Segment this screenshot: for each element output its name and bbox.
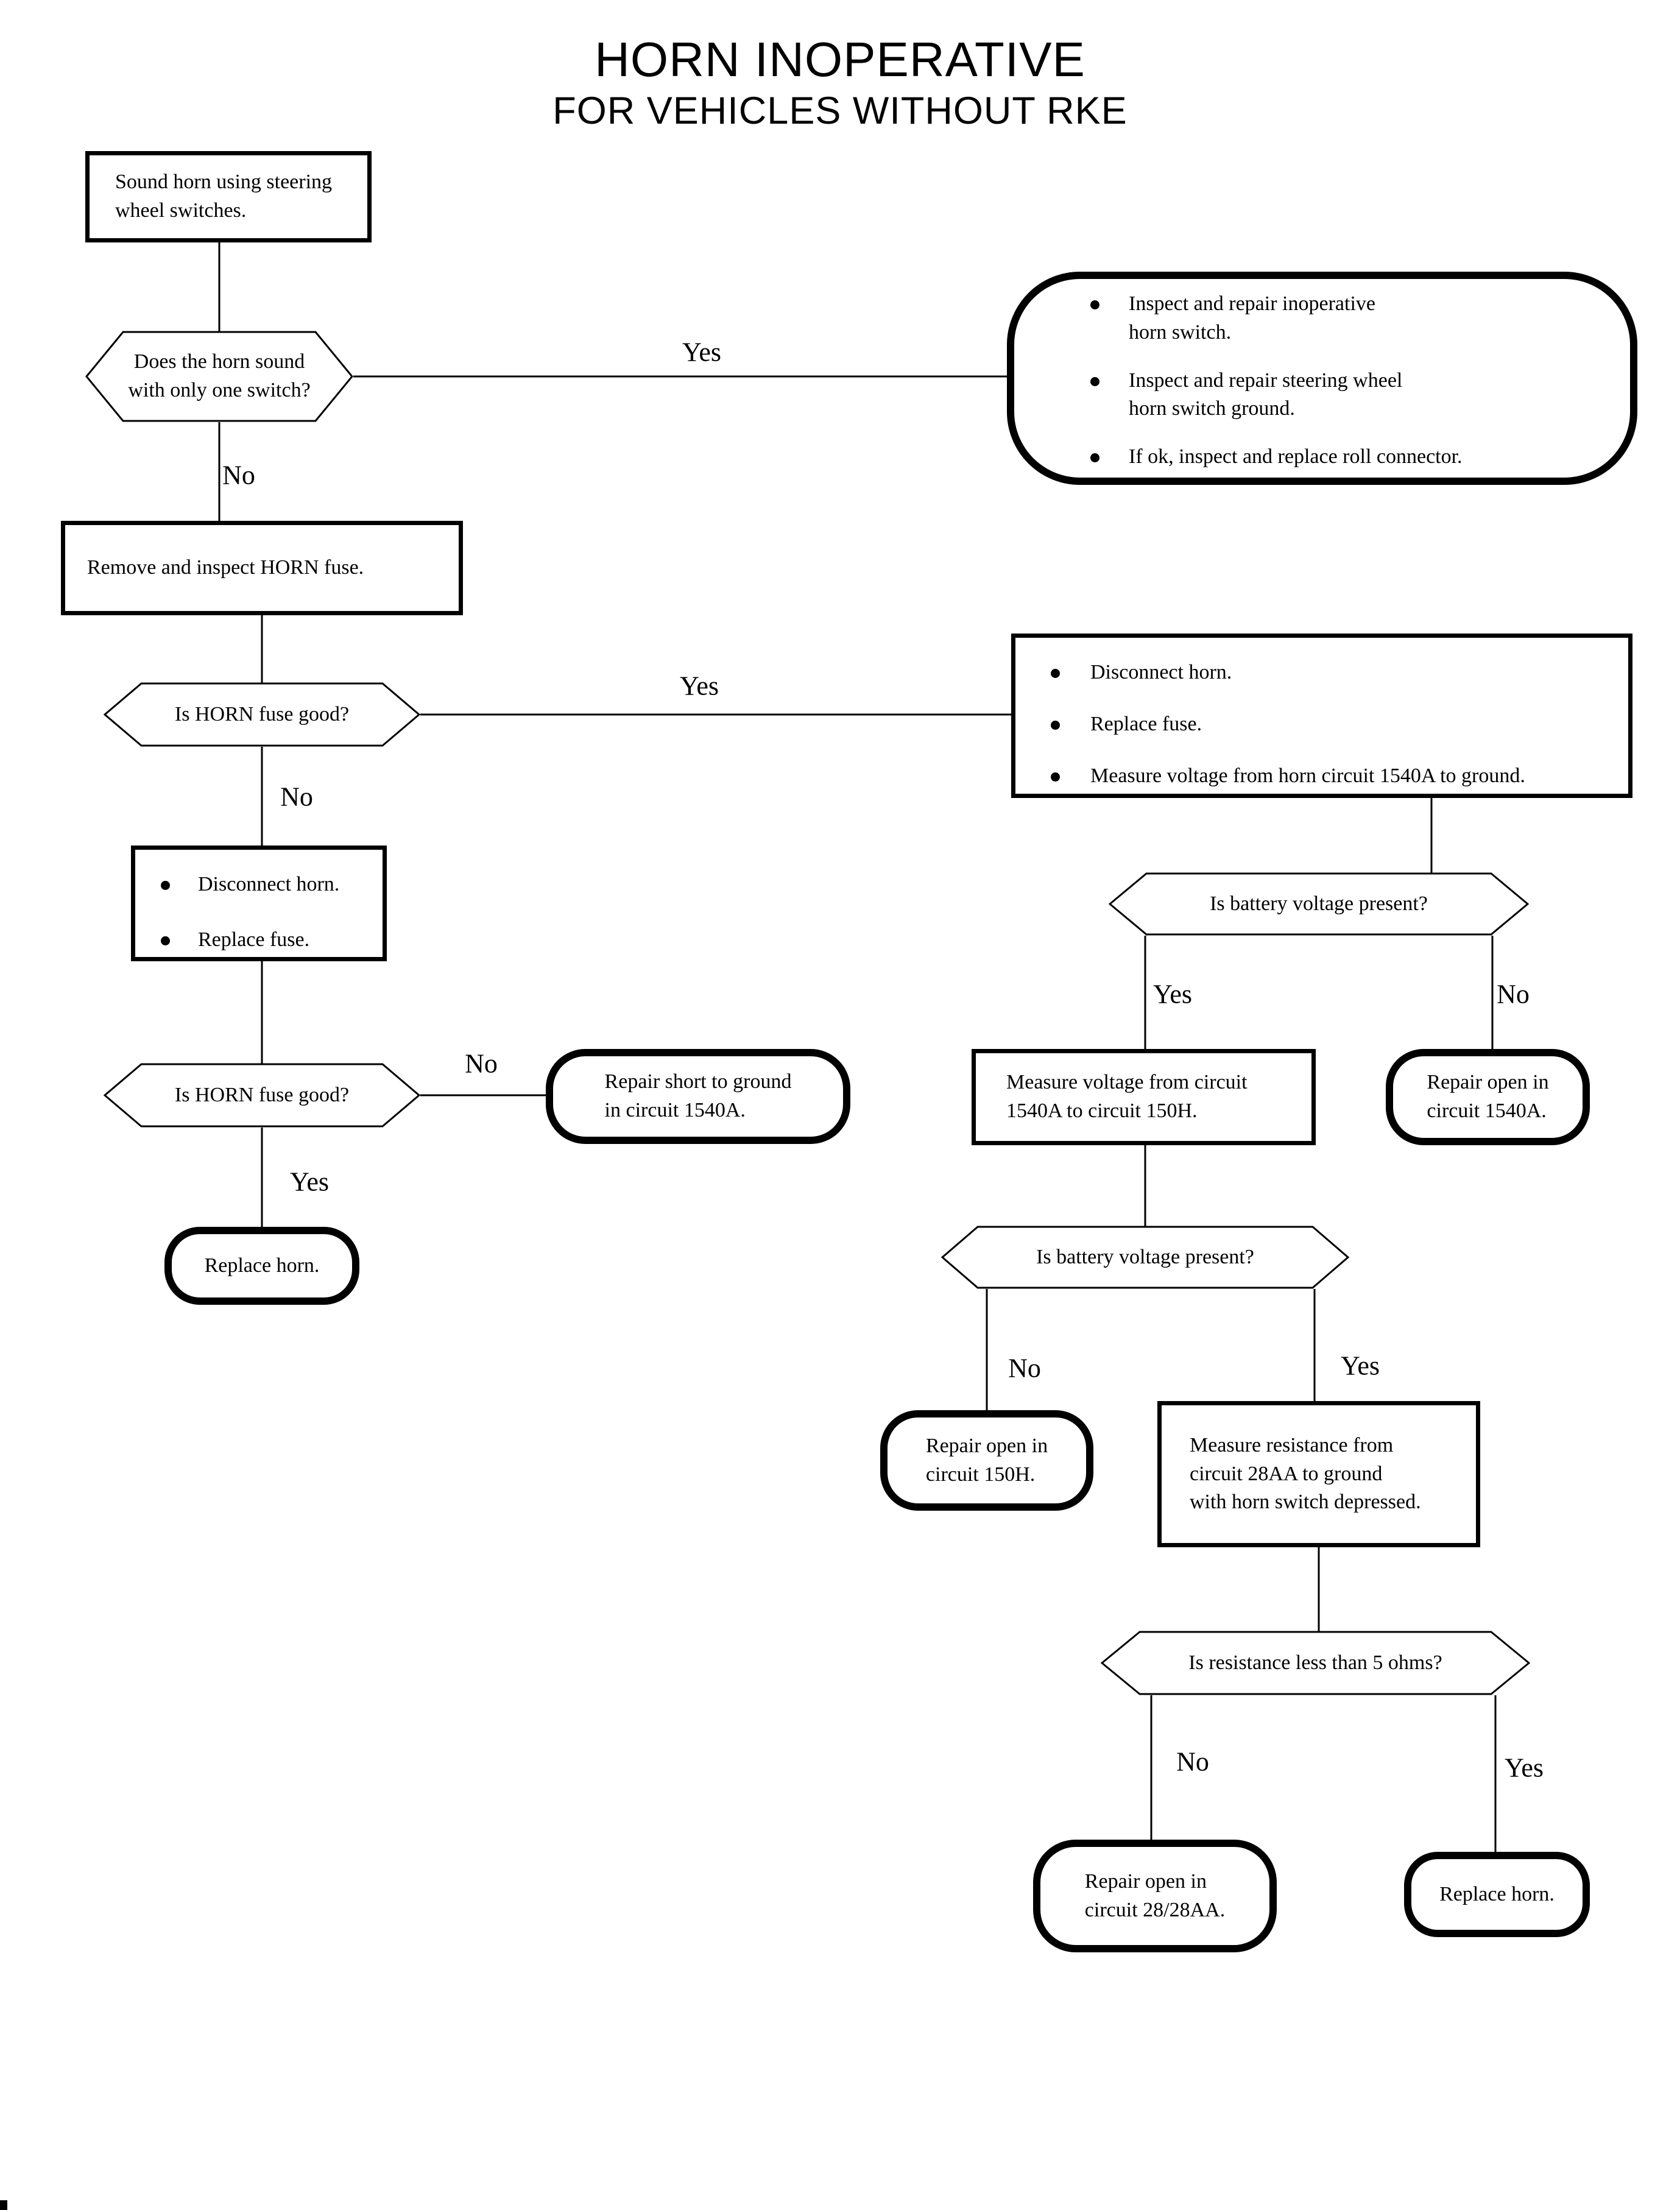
repair-open-150h-pill: Repair open in circuit 150H. [880, 1410, 1093, 1511]
bullet-icon [1051, 669, 1060, 678]
replace-horn-pill-2: Replace horn. [1404, 1852, 1590, 1937]
bullet-icon [1051, 720, 1060, 730]
repair-short-1540a-pill: Repair short to ground in circuit 1540A. [546, 1049, 850, 1144]
bullet-icon [161, 936, 170, 945]
repair-open-28-28aa-pill: Repair open in circuit 28/28AA. [1033, 1840, 1277, 1952]
list-item: Disconnect horn. [161, 870, 373, 899]
branch-label-yes-4: Yes [1152, 979, 1193, 1009]
branch-label-no-3: No [465, 1048, 498, 1079]
branch-label-no-6: No [1176, 1746, 1209, 1777]
list-item: Replace fuse. [161, 926, 373, 955]
branch-label-yes-2: Yes [679, 671, 719, 701]
branch-label-yes-1: Yes [682, 337, 722, 367]
list-item: Inspect and repair steering wheel horn s… [1090, 367, 1612, 424]
bullet-icon [161, 881, 170, 890]
branch-label-yes-6: Yes [1504, 1753, 1544, 1783]
start-box: Sound horn using steering wheel switches… [85, 151, 372, 242]
list-item: Disconnect horn. [1051, 658, 1616, 687]
bullet-icon [1090, 453, 1099, 463]
decision-battery-voltage-1: Is battery voltage present? [1109, 872, 1529, 936]
list-item: Replace fuse. [1051, 710, 1616, 739]
branch-label-no-5: No [1008, 1353, 1041, 1383]
page-subtitle: FOR VEHICLES WITHOUT RKE [552, 90, 1128, 132]
branch-label-yes-3: Yes [289, 1167, 330, 1197]
branch-label-no-1: No [222, 460, 255, 490]
hexagon-shape [941, 1226, 1349, 1289]
hexagon-shape [85, 331, 353, 422]
bullet-icon [1090, 376, 1099, 386]
actions-fuse-good-box: Disconnect horn. Replace fuse. Measure v… [1011, 634, 1632, 798]
branch-label-yes-5: Yes [1340, 1350, 1380, 1381]
list-item: Measure voltage from horn circuit 1540A … [1051, 762, 1616, 791]
branch-label-no-2: No [280, 782, 313, 812]
page-title: HORN INOPERATIVE [595, 32, 1085, 86]
hexagon-shape [104, 682, 420, 747]
hexagon-shape [1109, 872, 1529, 936]
remove-inspect-fuse-box: Remove and inspect HORN fuse. [61, 521, 463, 615]
advice-one-switch-pill: Inspect and repair inoperative horn swit… [1007, 272, 1637, 485]
measure-voltage-1540a-150h-box: Measure voltage from circuit 1540A to ci… [972, 1049, 1316, 1145]
actions-fuse-bad-box: Disconnect horn. Replace fuse. [131, 846, 387, 961]
list-item: If ok, inspect and replace roll connecto… [1090, 443, 1612, 471]
branch-label-no-4: No [1497, 979, 1530, 1009]
bullet-icon [1051, 772, 1060, 782]
repair-open-1540a-pill: Repair open in circuit 1540A. [1386, 1049, 1590, 1145]
list-item: Inspect and repair inoperative horn swit… [1090, 290, 1612, 347]
decision-resistance-5-ohms: Is resistance less than 5 ohms? [1101, 1631, 1530, 1695]
replace-horn-pill-1: Replace horn. [164, 1227, 359, 1305]
bullet-icon [1090, 300, 1099, 309]
decision-horn-sound-one-switch: Does the horn sound with only one switch… [85, 331, 353, 422]
measure-resistance-28aa-box: Measure resistance from circuit 28AA to … [1157, 1401, 1480, 1547]
decision-battery-voltage-2: Is battery voltage present? [941, 1226, 1349, 1289]
decision-fuse-good-1: Is HORN fuse good? [104, 682, 420, 747]
scan-artifact-mark [0, 2200, 7, 2210]
decision-fuse-good-2: Is HORN fuse good? [104, 1063, 420, 1128]
hexagon-shape [1101, 1631, 1530, 1695]
hexagon-shape [104, 1063, 420, 1128]
